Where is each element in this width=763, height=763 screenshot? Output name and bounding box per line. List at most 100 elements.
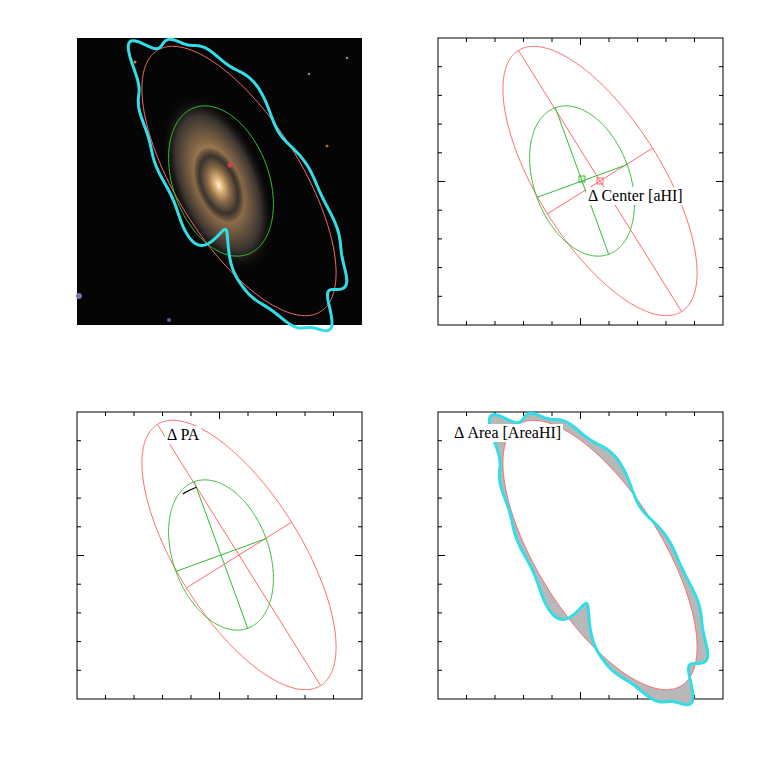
tick: [719, 498, 723, 499]
tick: [358, 440, 362, 441]
tick: [495, 38, 496, 42]
panel: [438, 38, 723, 325]
tick: [466, 412, 467, 416]
star: [346, 57, 348, 59]
tick: [358, 612, 362, 613]
tick: [719, 670, 723, 671]
tick: [438, 210, 442, 211]
tick: [438, 267, 442, 268]
tick: [719, 612, 723, 613]
area-difference: [489, 413, 707, 704]
tick: [162, 695, 163, 699]
tick: [666, 321, 667, 325]
tick: [438, 584, 442, 585]
tick: [694, 38, 695, 42]
tick: [719, 152, 723, 153]
star: [167, 318, 171, 322]
tick: [719, 584, 723, 585]
tick: [637, 695, 638, 699]
galaxy-bulge: [183, 140, 254, 231]
tick: [637, 321, 638, 325]
tick: [523, 321, 524, 325]
tick: [333, 412, 334, 416]
tick: [719, 210, 723, 211]
tick: [248, 412, 249, 416]
tick: [694, 412, 695, 416]
tick: [219, 412, 220, 419]
tick: [552, 321, 553, 325]
tick: [719, 267, 723, 268]
panel: [77, 412, 362, 699]
tick: [438, 498, 442, 499]
tick: [552, 38, 553, 42]
tick: [105, 695, 106, 699]
center-marker: [597, 178, 603, 184]
tick: [438, 612, 442, 613]
tick: [580, 412, 581, 419]
tick: [609, 695, 610, 699]
tick: [438, 469, 442, 470]
area-offset-label: Δ Area [AreaHI]: [452, 424, 563, 442]
tick: [438, 296, 442, 297]
tick: [77, 498, 81, 499]
tick: [580, 318, 581, 325]
tick: [305, 412, 306, 416]
panel-frame: [438, 38, 723, 325]
tick: [716, 555, 723, 556]
tick: [438, 440, 442, 441]
tick: [438, 555, 445, 556]
tick: [134, 695, 135, 699]
tick: [466, 695, 467, 699]
tick: [637, 412, 638, 416]
tick: [438, 152, 442, 153]
tick: [523, 695, 524, 699]
tick: [438, 124, 442, 125]
hi-ellipse: [503, 46, 697, 315]
tick: [719, 641, 723, 642]
tick: [438, 526, 442, 527]
major-axis: [518, 50, 681, 311]
tick: [105, 412, 106, 416]
tick: [495, 695, 496, 699]
tick: [466, 38, 467, 42]
hi-ellipse: [142, 420, 336, 689]
sky-background: [77, 38, 362, 325]
tick: [609, 38, 610, 42]
pa-offset-label: Δ PA: [165, 426, 201, 444]
tick: [358, 469, 362, 470]
star: [76, 293, 82, 299]
tick: [358, 641, 362, 642]
tick: [719, 66, 723, 67]
tick: [694, 321, 695, 325]
tick: [77, 612, 81, 613]
tick: [716, 181, 723, 182]
minor-axis: [186, 522, 291, 588]
tick: [77, 555, 84, 556]
tick: [77, 584, 81, 585]
tick: [495, 321, 496, 325]
tick: [77, 440, 81, 441]
tick: [609, 412, 610, 416]
tick: [358, 670, 362, 671]
tick: [77, 641, 81, 642]
star: [308, 73, 310, 75]
tick: [276, 695, 277, 699]
tick: [219, 692, 220, 699]
tick: [191, 695, 192, 699]
tick: [276, 412, 277, 416]
center-offset-label: Δ Center [aHI]: [586, 187, 685, 205]
tick: [438, 670, 442, 671]
tick: [466, 321, 467, 325]
star: [134, 61, 137, 64]
panel-frame: [438, 412, 723, 699]
tick: [666, 412, 667, 416]
tick: [523, 38, 524, 42]
hi-contour: [489, 413, 707, 704]
tick: [438, 641, 442, 642]
star: [228, 163, 233, 168]
minor-axis: [176, 539, 266, 572]
tick: [358, 584, 362, 585]
tick: [162, 412, 163, 416]
